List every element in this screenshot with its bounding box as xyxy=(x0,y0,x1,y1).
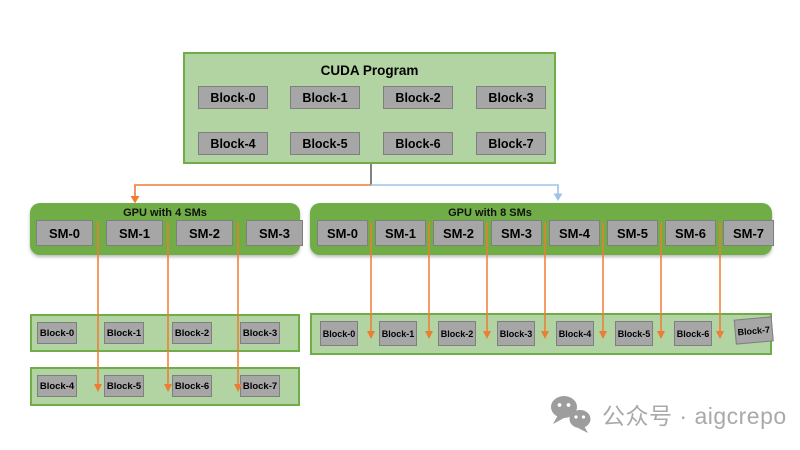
cuda-program-box: CUDA Program Block-0 Block-1 Block-2 Blo… xyxy=(183,52,556,164)
gpu4-sm-1: SM-1 xyxy=(106,220,163,246)
gpu8-sm-1: SM-1 xyxy=(375,220,426,246)
cuda-block-4: Block-4 xyxy=(198,132,268,155)
branch-arrowhead-gpu8 xyxy=(553,193,563,201)
gpu8-block-5: Block-5 xyxy=(615,321,653,346)
gpu8-block-6: Block-6 xyxy=(674,321,712,346)
gpu4-row2-block-5: Block-5 xyxy=(104,375,144,397)
watermark-text: 公众号 · aigcrepo xyxy=(602,403,787,429)
gpu4-sm-2: SM-2 xyxy=(176,220,233,246)
gpu4-block-row-1: Block-0 Block-1 Block-2 Block-3 xyxy=(30,314,300,352)
gpu8-block-4: Block-4 xyxy=(556,321,594,346)
gpu8-sm-0: SM-0 xyxy=(317,220,368,246)
gpu8-sm-2: SM-2 xyxy=(433,220,484,246)
gpu-4sm-box: GPU with 4 SMs SM-0 SM-1 SM-2 SM-3 xyxy=(30,203,303,255)
gpu8-block-row: Block-0 Block-1 Block-2 Block-3 Block-4 … xyxy=(310,313,774,355)
gpu4-block-row-2: Block-4 Block-5 Block-6 Block-7 xyxy=(30,367,300,406)
cuda-block-0: Block-0 xyxy=(198,86,268,109)
cuda-block-6: Block-6 xyxy=(383,132,453,155)
gpu4-row2-block-4: Block-4 xyxy=(37,375,77,397)
gpu4-row2-block-7: Block-7 xyxy=(240,375,280,397)
gpu8-block-3: Block-3 xyxy=(497,321,535,346)
gpu-8sm-box: GPU with 8 SMs SM-0 SM-1 SM-2 SM-3 SM-4 … xyxy=(310,203,774,255)
gpu8-block-0: Block-0 xyxy=(320,321,358,346)
gpu4-row2-block-6: Block-6 xyxy=(172,375,212,397)
gpu8-sm-3: SM-3 xyxy=(491,220,542,246)
gpu4-sm-0: SM-0 xyxy=(36,220,93,246)
gpu4-row1-block-1: Block-1 xyxy=(104,322,144,344)
cuda-block-1: Block-1 xyxy=(290,86,360,109)
gpu4-row1-block-2: Block-2 xyxy=(172,322,212,344)
gpu8-block-7: Block-7 xyxy=(733,316,774,345)
branch-arrow-to-gpu4 xyxy=(134,184,371,196)
cuda-program-title: CUDA Program xyxy=(320,63,419,78)
gpu8-sm-4: SM-4 xyxy=(549,220,600,246)
gpu8-sm-6: SM-6 xyxy=(665,220,716,246)
cuda-block-5: Block-5 xyxy=(290,132,360,155)
cuda-block-3: Block-3 xyxy=(476,86,546,109)
gpu-8sm-title: GPU with 8 SMs xyxy=(448,207,532,219)
gpu8-block-1: Block-1 xyxy=(379,321,417,346)
gpu8-sm-5: SM-5 xyxy=(607,220,658,246)
gpu4-sm-3: SM-3 xyxy=(246,220,303,246)
gpu-4sm-title: GPU with 4 SMs xyxy=(123,207,207,219)
wechat-icon xyxy=(551,396,591,433)
cuda-block-2: Block-2 xyxy=(383,86,453,109)
gpu8-block-2: Block-2 xyxy=(438,321,476,346)
branch-arrow-to-gpu8 xyxy=(371,184,559,194)
watermark: 公众号 · aigcrepo xyxy=(549,394,787,434)
gpu4-row1-block-0: Block-0 xyxy=(37,322,77,344)
gpu4-row1-block-3: Block-3 xyxy=(240,322,280,344)
gpu8-sm-7: SM-7 xyxy=(723,220,774,246)
cuda-block-7: Block-7 xyxy=(476,132,546,155)
